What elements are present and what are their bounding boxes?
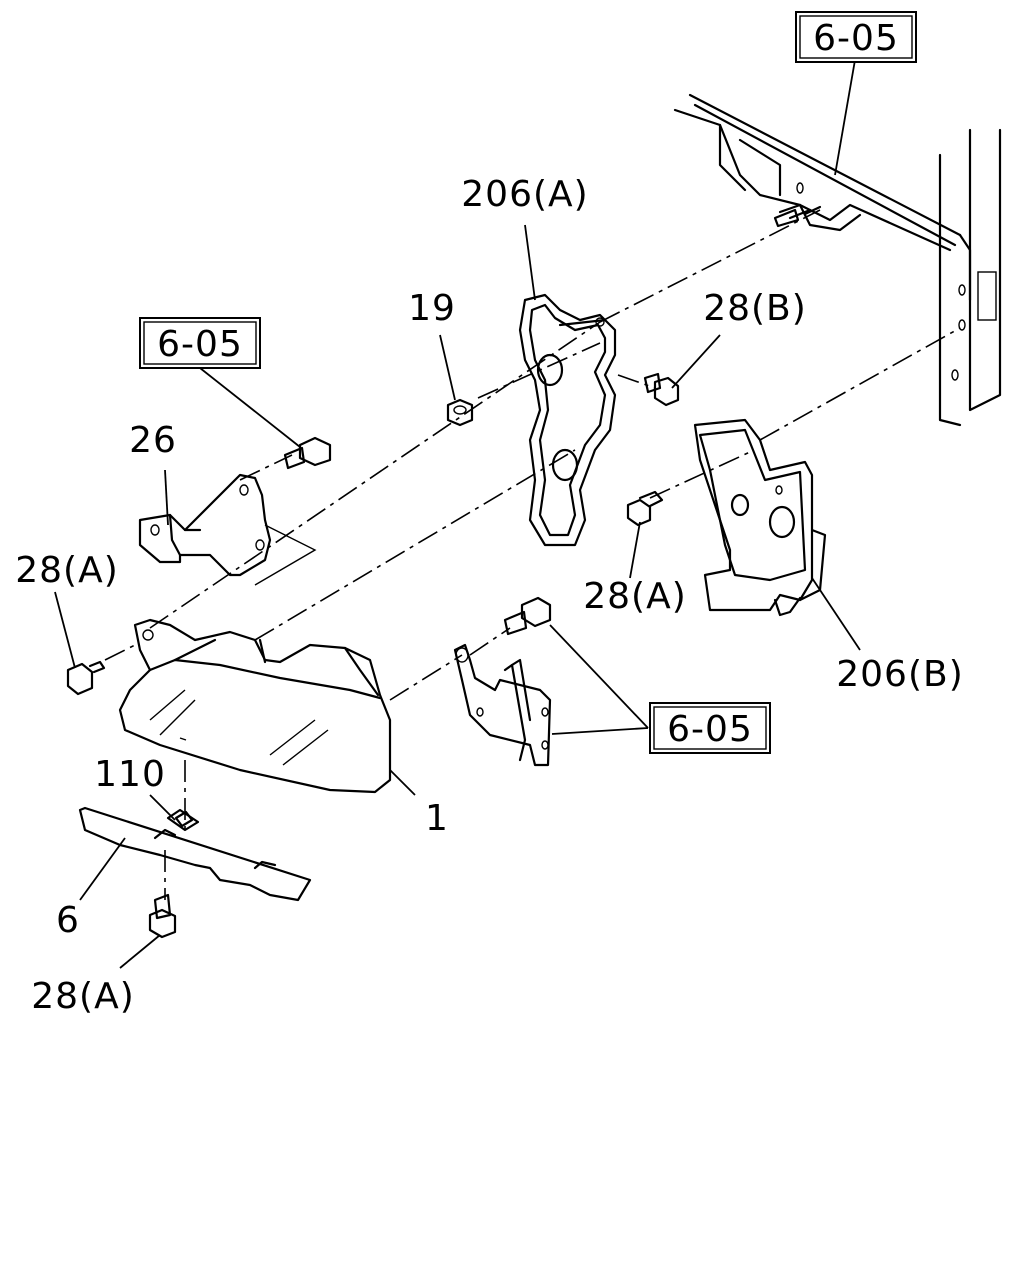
leader-lines — [54, 59, 861, 969]
label-206b: 206(B) — [836, 654, 964, 695]
ref-label-top: 6-05 — [813, 18, 899, 59]
label-28a-left: 28(A) — [15, 550, 119, 591]
frame-member — [673, 93, 1002, 427]
label-6: 6 — [56, 900, 80, 941]
headlamp-1 — [118, 618, 392, 794]
bolt-6-05-mid — [503, 596, 552, 636]
garnish-6 — [78, 806, 312, 902]
ref-box-left[interactable]: 6-05 — [139, 317, 261, 369]
label-206a: 206(A) — [461, 174, 588, 215]
bracket-26 — [138, 473, 317, 586]
bolt-28a-left — [66, 660, 106, 696]
label-19: 19 — [408, 288, 456, 329]
bolt-28a-mid — [626, 490, 664, 527]
ref-box-mid[interactable]: 6-05 — [649, 702, 771, 754]
ref-label-mid: 6-05 — [667, 709, 753, 750]
label-28a-mid: 28(A) — [583, 576, 687, 617]
bolt-28a-bottom — [148, 893, 177, 939]
label-26: 26 — [129, 420, 177, 461]
bracket-206a — [518, 293, 617, 547]
ref-label-left: 6-05 — [157, 324, 243, 365]
nut-19 — [446, 398, 474, 427]
label-28b: 28(B) — [703, 288, 807, 329]
label-1: 1 — [425, 798, 449, 839]
label-28a-bottom: 28(A) — [31, 976, 135, 1017]
clip-110 — [166, 808, 200, 832]
bolt-28b — [643, 372, 680, 407]
bracket-206b — [693, 418, 827, 617]
label-110: 110 — [94, 754, 166, 795]
ref-box-top[interactable]: 6-05 — [795, 11, 917, 63]
adjuster-bracket — [453, 643, 552, 767]
bolt-6-05-left — [283, 436, 332, 470]
alignment-lines — [104, 209, 961, 900]
